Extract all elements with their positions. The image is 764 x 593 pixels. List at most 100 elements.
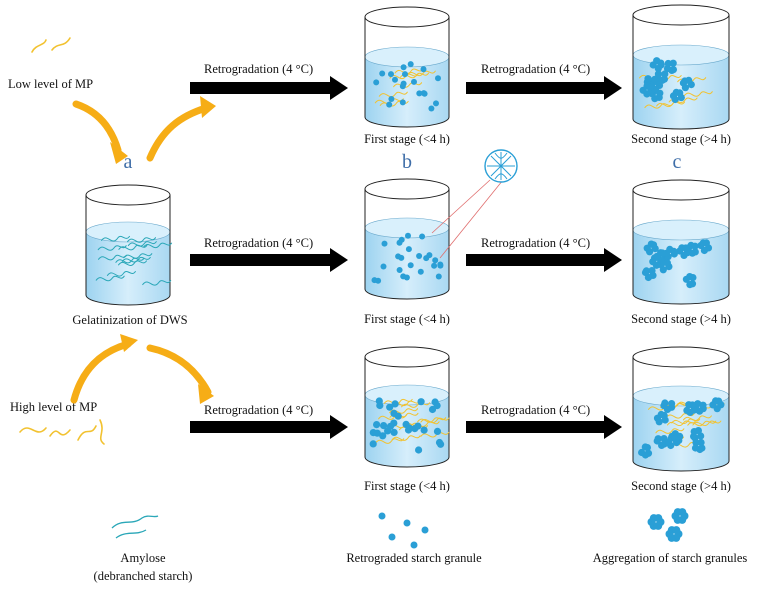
beaker-b-row1-wall: [364, 17, 450, 128]
beaker-c-row2-aggregate-particle: [648, 267, 656, 275]
beaker-c-row3: [632, 346, 730, 472]
arrow-row2-second: [466, 248, 622, 272]
beaker-c-row1: [632, 4, 730, 130]
beaker-b-row2-granule: [437, 262, 444, 269]
beaker-b-row2-water: [365, 228, 449, 299]
legend-granule-icon: [378, 512, 429, 549]
beaker-c-row3-aggregate-particle: [668, 400, 676, 408]
beaker-c-row3-aggregate-particle: [671, 435, 679, 443]
beaker-a-strand: [143, 242, 173, 249]
beaker-c-row2-aggregate-particle: [663, 259, 672, 267]
beaker-b-row2-granule: [396, 239, 403, 246]
column-letter-b: b: [402, 151, 412, 173]
beaker-c-row3-strand: [692, 420, 722, 427]
beaker-b-row3-strand: [383, 398, 413, 405]
row1-arrow1-label: Retrogradation (4 °C): [204, 62, 313, 76]
beaker-b-row3-strand: [417, 417, 447, 423]
arrow-row2-first-head: [330, 248, 348, 272]
beaker-b-row3-granule: [405, 424, 413, 432]
beaker-b-row1-strand: [406, 70, 436, 77]
beaker-b-row2-granule: [396, 267, 403, 273]
beaker-b-row3-strand: [391, 435, 421, 441]
beaker-c-row1-aggregate-particle: [654, 70, 663, 78]
beaker-c-row1-aggregate-particle: [685, 76, 693, 84]
beaker-a-strand: [101, 235, 130, 242]
curved-arrow-a-to-row1: [146, 104, 210, 162]
beaker-c-row1-strand: [683, 91, 713, 97]
beaker-c-row3-aggregate-particle: [658, 441, 666, 449]
beaker-c-row3-aggregate-particle: [688, 401, 697, 409]
beaker-a-strand: [98, 254, 127, 261]
beaker-a-wall: [85, 195, 171, 306]
beaker-c-row2-aggregate-particle: [689, 274, 697, 282]
row3-arrow1-label: Retrogradation (4 °C): [204, 403, 313, 417]
beaker-b-row2-granule: [405, 246, 412, 253]
row1-stage2-label: Second stage (>4 h): [631, 132, 731, 146]
beaker-a-rim: [85, 184, 171, 206]
beaker-b-row3-granule: [379, 432, 387, 440]
beaker-b-row1-granule: [399, 99, 406, 106]
arrow-row1-second-head: [604, 76, 622, 100]
beaker-b-row1-granule: [400, 80, 407, 87]
beaker-b-row1: [364, 6, 450, 128]
beaker-c-row2-aggregate-particle: [670, 247, 678, 255]
beaker-b-row3-granule: [373, 429, 381, 437]
beaker-a-strand: [142, 280, 172, 286]
beaker-b-row1-granule: [435, 75, 441, 82]
arrow-row1-first: [190, 76, 348, 100]
row1-arrow2-label: Retrogradation (4 °C): [481, 62, 590, 76]
arrow-row1-second-shaft: [466, 82, 606, 94]
row1-stage1-label: First stage (<4 h): [364, 132, 450, 146]
curved-arrow-a-to-row3: [146, 344, 212, 396]
beaker-c-row1-aggregate-particle: [676, 89, 684, 97]
beaker-b-row3-granule: [386, 403, 394, 411]
beaker-c-row3-aggregate-particle: [697, 438, 705, 447]
beaker-b-row1-water-surface: [364, 46, 450, 68]
beaker-b-row3-granule: [391, 400, 399, 408]
gelatinization-label: Gelatinization of DWS: [72, 313, 187, 327]
beaker-a-strand: [118, 260, 147, 266]
beaker-b-row2-granule: [419, 233, 426, 240]
beaker-b-row1-strand: [393, 82, 423, 88]
high-mp-label: High level of MP: [10, 400, 97, 414]
row3-arrow2-label: Retrogradation (4 °C): [481, 403, 590, 417]
beaker-a-strand: [123, 253, 153, 259]
beaker-c-row3-strand: [671, 418, 701, 425]
arrow-row3-second: [466, 415, 622, 439]
beaker-a-strand: [121, 256, 151, 263]
row2-stage2-label: Second stage (>4 h): [631, 312, 731, 326]
beaker-b-row1-granule: [420, 66, 427, 73]
beaker-c-row3-strand: [655, 428, 685, 434]
beaker-c-row3-wall: [632, 357, 730, 472]
beaker-c-row3-aggregate-particle: [661, 399, 669, 407]
beaker-c-row3-aggregate-particle: [692, 439, 700, 447]
beaker-b-row1-rim: [364, 6, 450, 28]
beakers-layer: [85, 4, 730, 472]
beaker-b-row2-granule: [400, 273, 407, 280]
beaker-b-row1-granule: [416, 90, 423, 97]
arrow-row3-second-head: [604, 415, 622, 439]
beaker-b-row3-granule: [376, 401, 384, 410]
beaker-b-row2-granule: [432, 257, 439, 264]
row3-stage2-label: Second stage (>4 h): [631, 479, 731, 493]
beaker-b-row1-granule: [433, 100, 439, 107]
legend-aggregate-particle: [678, 508, 687, 517]
beaker-c-row3-aggregate-particle: [654, 435, 662, 443]
arrow-row1-first-shaft: [190, 82, 332, 94]
beaker-b-row1-granule: [386, 101, 393, 108]
curved-arrow-heads: [110, 96, 216, 404]
legend: Amylose (debranched starch) Retrograded …: [94, 508, 747, 583]
beaker-b-row1-granule: [428, 105, 435, 112]
arrow-row1-second: [466, 76, 622, 100]
beaker-c-row1-aggregate-particle: [654, 64, 662, 73]
beaker-c-row3-aggregate-particle: [638, 448, 646, 457]
beaker-c-row2-aggregate-particle: [649, 241, 658, 249]
beaker-b-row3-granule: [415, 446, 423, 454]
beaker-c-row2-aggregate-particle: [702, 239, 711, 247]
arrow-row2-second-shaft: [466, 254, 606, 266]
curved-arrows: [70, 100, 212, 404]
beaker-b-row3-rim: [364, 346, 450, 368]
granule-zoom-callout: [431, 149, 518, 259]
beaker-b-row2-granule: [423, 255, 430, 262]
